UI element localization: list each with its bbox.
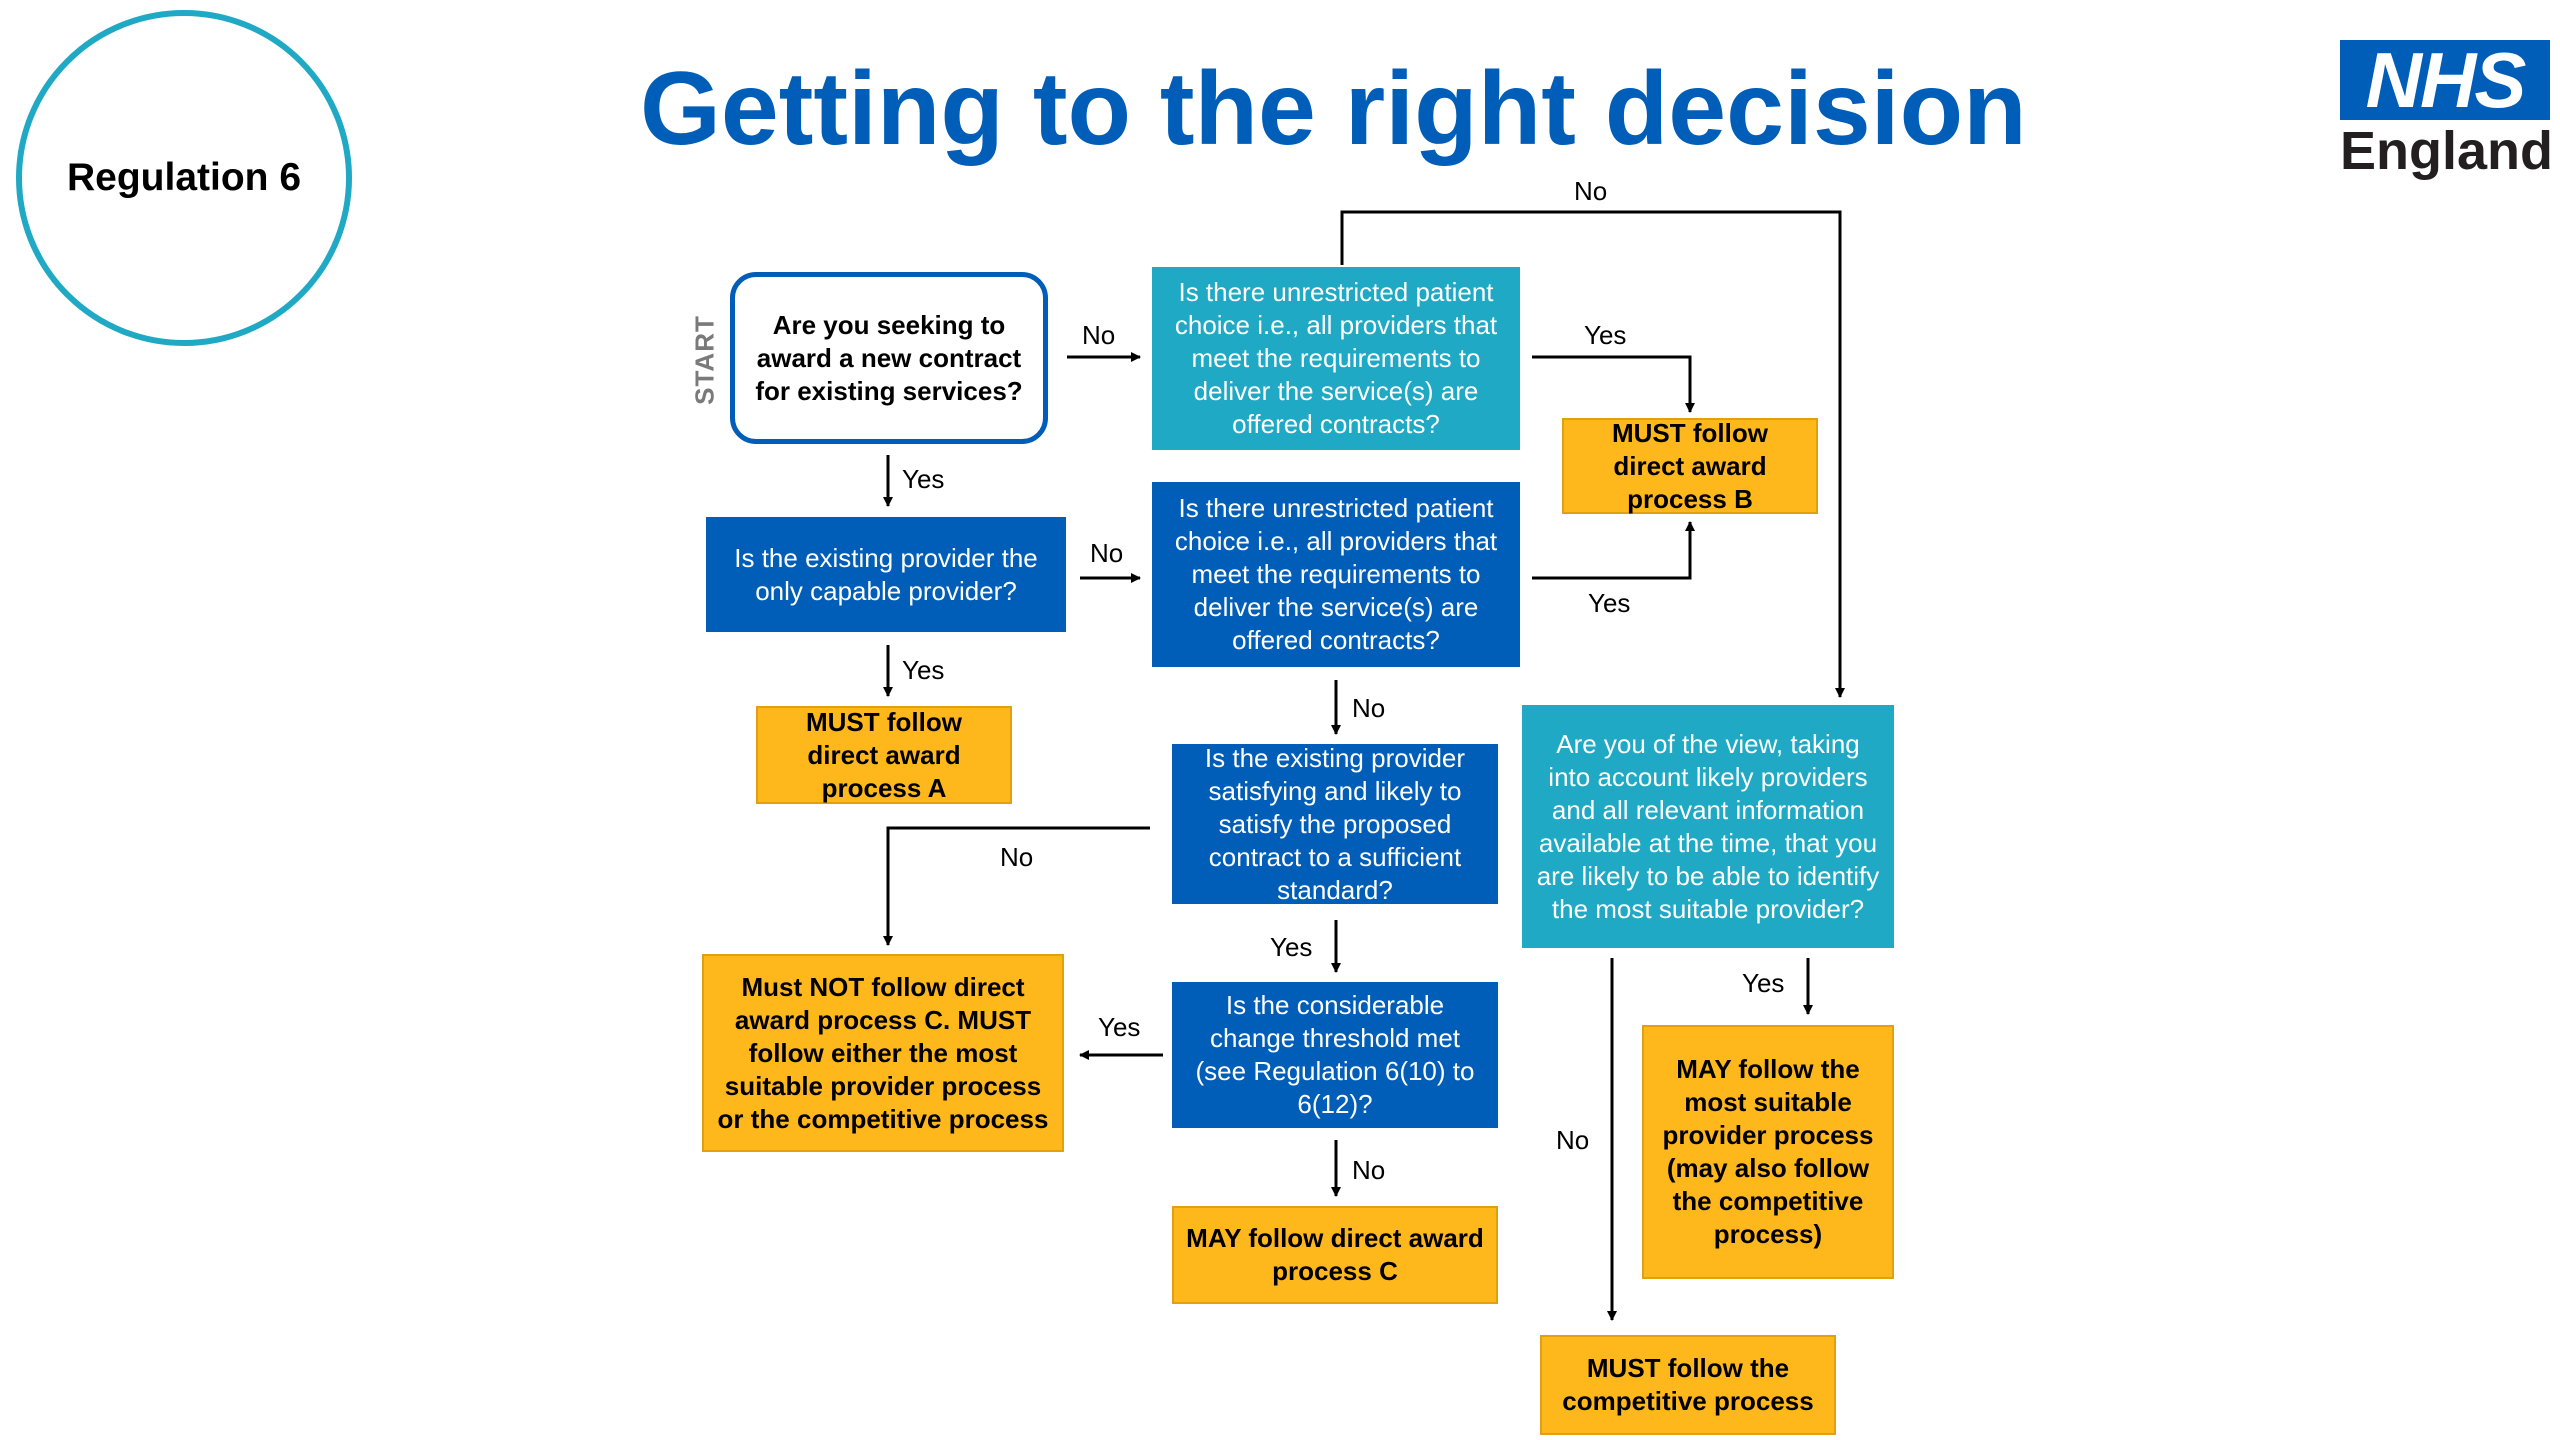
edge-label-yes: Yes <box>1584 320 1627 350</box>
edge-label-no: No <box>1352 693 1386 723</box>
connector-q2-ob-yes <box>1532 355 1695 413</box>
edge-label-yes: Yes <box>1270 932 1313 962</box>
outcome-not-direct-award-c: Must NOT follow direct award process C. … <box>702 954 1064 1152</box>
edge-label-no: No <box>1082 320 1116 350</box>
edge-label-yes: Yes <box>1742 968 1785 998</box>
edge-label-yes: Yes <box>1588 588 1631 618</box>
outcome-may-most-suitable-provider: MAY follow the most suitable provider pr… <box>1642 1025 1894 1279</box>
edge-label-no: No <box>1000 842 1034 872</box>
edge-label-yes: Yes <box>1098 1012 1141 1042</box>
edge-label-no: No <box>1090 538 1124 568</box>
outcome-direct-award-b: MUST follow direct award process B <box>1562 418 1818 514</box>
edge-label-no: No <box>1556 1125 1590 1155</box>
edge-label-no: No <box>1352 1155 1386 1185</box>
question-identify-most-suitable-provider: Are you of the view, taking into account… <box>1522 705 1894 948</box>
edge-label-yes: Yes <box>902 655 945 685</box>
connector-q5-onotc-no <box>883 826 1150 946</box>
connector-q4-ob-yes <box>1532 521 1695 580</box>
regulation-badge: Regulation 6 <box>16 10 352 346</box>
nhs-england-logo: NHS England <box>2340 40 2553 181</box>
outcome-direct-award-a: MUST follow direct award process A <box>756 706 1012 804</box>
regulation-badge-label: Regulation 6 <box>66 156 302 199</box>
question-existing-provider-satisfying: Is the existing provider satisfying and … <box>1172 743 1498 905</box>
outcome-must-competitive: MUST follow the competitive process <box>1540 1335 1836 1435</box>
question-new-contract-existing-services: Are you seeking to award a new contract … <box>730 272 1048 444</box>
question-only-capable-provider: Is the existing provider the only capabl… <box>706 517 1066 632</box>
start-label: START <box>689 315 720 405</box>
nhs-logo-mark: NHS <box>2340 40 2550 120</box>
question-unrestricted-patient-choice-2: Is there unrestricted patient choice i.e… <box>1152 482 1520 667</box>
question-considerable-change-threshold: Is the considerable change threshold met… <box>1172 982 1498 1128</box>
nhs-logo-subtitle: England <box>2340 121 2553 181</box>
outcome-may-direct-award-c: MAY follow direct award process C <box>1172 1206 1498 1304</box>
edge-label-no: No <box>1574 176 1608 206</box>
question-unrestricted-patient-choice-1: Is there unrestricted patient choice i.e… <box>1152 267 1520 450</box>
page-title: Getting to the right decision <box>640 51 2027 167</box>
connector-q2-q7-no <box>1340 210 1845 698</box>
edge-label-yes: Yes <box>902 464 945 494</box>
